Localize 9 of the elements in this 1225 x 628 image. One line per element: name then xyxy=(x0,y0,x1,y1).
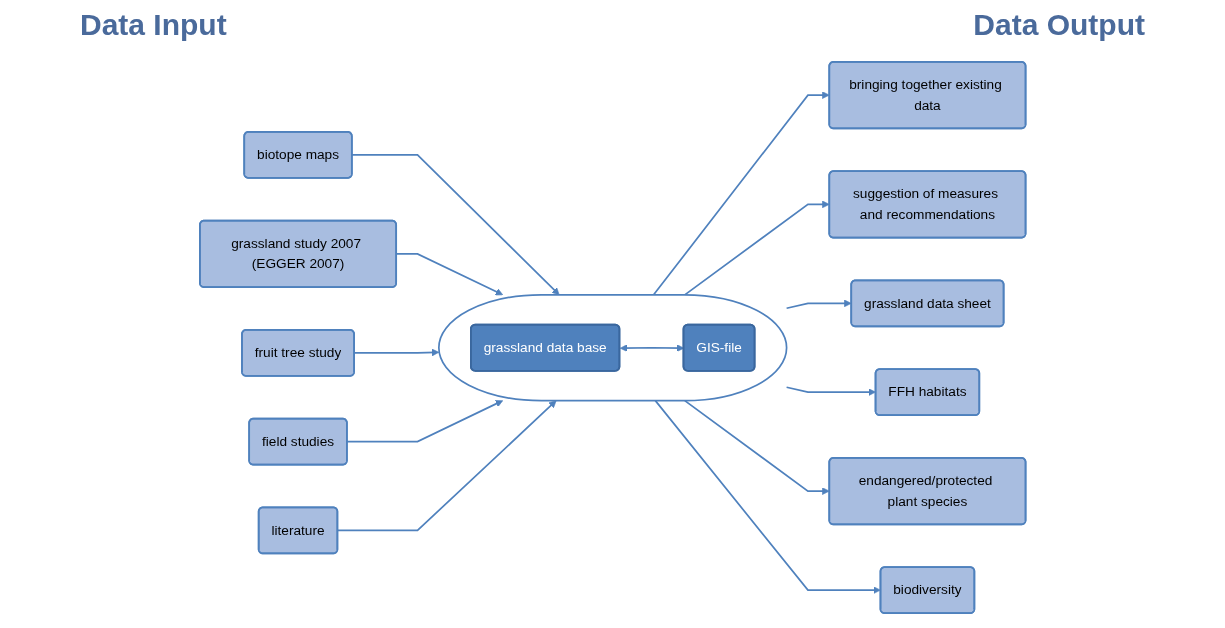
arrow xyxy=(619,344,684,352)
arrow xyxy=(652,91,830,296)
arrow xyxy=(683,200,830,296)
arrow xyxy=(353,348,439,357)
section-heading: Data Output xyxy=(973,8,1145,42)
arrow xyxy=(654,399,881,594)
arrow xyxy=(683,399,830,495)
section-heading: Data Input xyxy=(80,8,227,42)
arrow xyxy=(395,253,503,296)
